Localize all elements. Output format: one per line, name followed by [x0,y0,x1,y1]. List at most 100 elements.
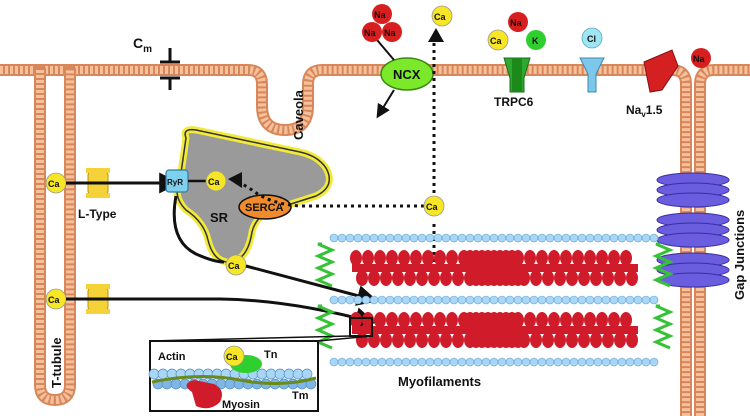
myosin-head [380,332,392,348]
actin-bead [353,233,363,243]
myosin-head [416,332,428,348]
actin-bead [649,233,659,243]
ca-efflux-arrowhead [428,28,444,42]
svg-text:Ca: Ca [426,202,438,212]
myosin-head [482,270,494,286]
actin-bead [369,357,379,367]
myosin-head [428,332,440,348]
myosin-head [602,270,614,286]
tn-label: Tn [264,349,278,361]
actin-bead [505,295,515,305]
actin-bead [521,295,531,305]
actin-bead [593,233,603,243]
actin-bead [417,357,427,367]
calcium-ion-troponin: Ca [223,345,245,367]
myosin-head [446,250,458,266]
myosin-head [506,332,518,348]
myosin-head [356,332,368,348]
actin-bead [409,295,419,305]
myosin-head [620,250,632,266]
actin-bead [577,357,587,367]
actin-bead [449,357,459,367]
actin-bead [497,233,507,243]
actin-bead [441,357,451,367]
myofilaments [314,233,674,367]
calcium-ion-sr: Ca [205,170,227,192]
myosin-head [512,312,524,328]
myosin-head [554,332,566,348]
myosin-head [572,312,584,328]
myosin-head [386,312,398,328]
actin-bead [633,233,643,243]
actin-monomer [157,368,169,380]
sodium-ion [372,4,392,24]
actin-bead [553,357,563,367]
myosin-head [596,312,608,328]
actin-monomer [170,378,182,390]
myosin-head [512,250,524,266]
actin-bead [401,295,411,305]
myosin-thick-filament [352,264,524,272]
myosin-head [542,332,554,348]
actin-bead [377,295,387,305]
actin-bead [337,357,347,367]
myofilaments-label: Myofilaments [398,374,481,389]
myosin-head [356,270,368,286]
sodium-ion [508,12,528,32]
myosin-head [596,250,608,266]
actin-bead [521,233,531,243]
gap-junction-stack [656,172,730,208]
caveola-label: Caveola [291,89,306,140]
svg-text:Ca: Ca [48,295,60,305]
actin-bead [353,295,363,305]
actin-bead [465,357,475,367]
actin-bead [545,295,555,305]
myosin-head [368,332,380,348]
svg-text:Ca: Ca [226,352,238,362]
myosin-head [452,332,464,348]
actin-bead [345,357,355,367]
myosin-head [392,332,404,348]
actin-bead [401,233,411,243]
actin-bead [497,357,507,367]
svg-text:K: K [532,36,539,46]
actin-bead [521,357,531,367]
calcium-ion-extracellular: Ca [431,5,453,27]
actin-bead [385,295,395,305]
myosin-head [524,250,536,266]
gap-junction-stack [656,252,730,288]
myosin-head [416,270,428,286]
myosin-head [500,312,512,328]
actin-bead [417,295,427,305]
myosin-head [530,270,542,286]
sodium-cluster-ncx: Na Na Na [362,4,402,42]
myosin-head [380,270,392,286]
cicr-arrow [172,195,225,264]
actin-bead [609,295,619,305]
myosin-head [554,270,566,286]
chloride-ion [581,27,603,49]
myosin-head [614,332,626,348]
myosin-head [488,250,500,266]
actin-bead [481,233,491,243]
actin-bead [433,233,443,243]
actin-bead [601,357,611,367]
trpc6-label: TRPC6 [494,95,534,109]
myosin-head [350,312,362,328]
myosin-head [434,250,446,266]
actin-bead [433,295,443,305]
actin-bead [625,295,635,305]
actin-bead [601,295,611,305]
myosin-head [602,332,614,348]
actin-bead [577,295,587,305]
actin-bead [401,357,411,367]
actin-bead [561,357,571,367]
zoom-region [349,317,373,337]
actin-bead [393,357,403,367]
actin-monomer [265,368,277,380]
actin-bead [345,233,355,243]
myosin-head [422,312,434,328]
myosin-head [470,270,482,286]
actin-bead [441,233,451,243]
